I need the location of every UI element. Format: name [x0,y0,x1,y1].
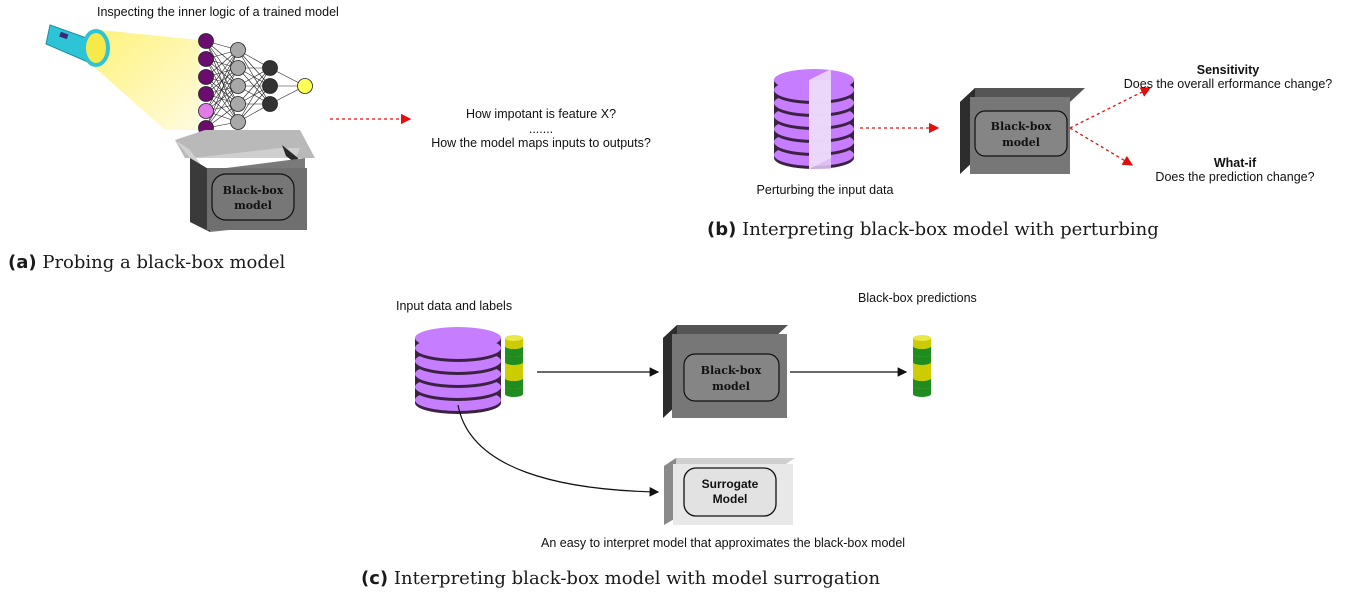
label-chip [913,386,931,394]
label-chip [913,370,931,378]
sensitivity-title: Sensitivity [1196,63,1260,77]
box-c-label-line1: Black-box [701,364,762,377]
neuron-input [198,51,214,67]
neuron-input [198,33,214,49]
black-box-c: Black-box model [663,325,788,418]
sensitivity-text: Does the overall erformance change? [1123,77,1333,91]
caption-c-tag: (c) [361,568,389,589]
box-b-label-line1: Black-box [991,120,1052,133]
label-chip [913,346,931,354]
label-chip [913,378,931,386]
flashlight-icon [45,24,110,67]
perturbed-slice [809,69,831,169]
perturb-label: Perturbing the input data [756,183,894,197]
label-chip [505,354,523,362]
surrogate-label-line1: Surrogate [702,477,759,491]
surrogate-box: Surrogate Model [664,458,795,525]
arrow-c-data-to-surrogate [457,404,660,497]
whatif-title: What-if [1213,156,1257,170]
black-box-b: Black-box model [960,88,1085,174]
neuron-hidden [230,42,246,58]
label-chip [505,370,523,378]
neuron-hidden [230,96,246,112]
neuron-hidden [230,78,246,94]
caption-b-text: Interpreting black-box model with pertur… [742,219,1159,240]
label-chip [913,354,931,362]
label-chip [505,338,523,346]
panel-c: Black-box model Surrogate Model [415,325,931,525]
caption-b-tag: (b) [707,219,737,240]
caption-c-text: Interpreting black-box model with model … [393,568,881,589]
question-dots: ....... [528,122,554,136]
caption-c: (c) Interpreting black-box model with mo… [361,568,880,589]
label-chip [913,338,931,346]
box-c-label-line2: model [712,380,750,393]
surrogate-label-line2: Model [713,492,748,506]
arrow-b-whatif [1069,127,1134,166]
neuron-hidden [262,78,278,94]
black-box-opened: Black-box model [175,130,315,232]
label-chip [505,346,523,354]
neuron-hidden [262,96,278,112]
labels-stack-input [505,335,523,397]
box-b-label-line2: model [1002,136,1040,149]
disk-top [415,327,501,349]
neuron-hidden [230,114,246,130]
neuron-input [198,86,214,102]
database-icon-c [415,327,501,414]
label-chip [913,362,931,370]
caption-b: (b) Interpreting black-box model with pe… [707,219,1159,240]
surrogate-description: An easy to interpret model that approxim… [541,536,906,550]
arrow-b-sensitivity [1069,87,1152,129]
label-chip [505,386,523,394]
panel-a-title: Inspecting the inner logic of a trained … [97,5,339,19]
predictions-label: Black-box predictions [858,291,977,305]
light-beam [92,30,200,130]
labels-stack-predictions [913,335,931,397]
box-a-label-line2: model [234,199,272,212]
neuron-input [198,103,214,119]
box-a-label-line1: Black-box [223,184,284,197]
label-chip [505,362,523,370]
panel-b: Black-box model [774,69,1152,174]
caption-a-tag: (a) [8,252,37,273]
question-feature-importance: How impotant is feature X? [465,107,617,121]
label-chip [505,378,523,386]
input-data-label: Input data and labels [396,299,513,313]
neural-network-icon [198,33,313,136]
whatif-text: Does the prediction change? [1155,170,1315,184]
database-icon [774,69,854,169]
neuron-hidden [262,60,278,76]
neuron-output [297,78,313,94]
neuron-hidden [230,60,246,76]
question-mapping: How the model maps inputs to outputs? [431,136,651,150]
neuron-input [198,69,214,85]
panel-a: Black-box model [45,24,412,232]
caption-a-text: Probing a black-box model [42,252,286,273]
caption-a: (a) Probing a black-box model [8,252,285,273]
